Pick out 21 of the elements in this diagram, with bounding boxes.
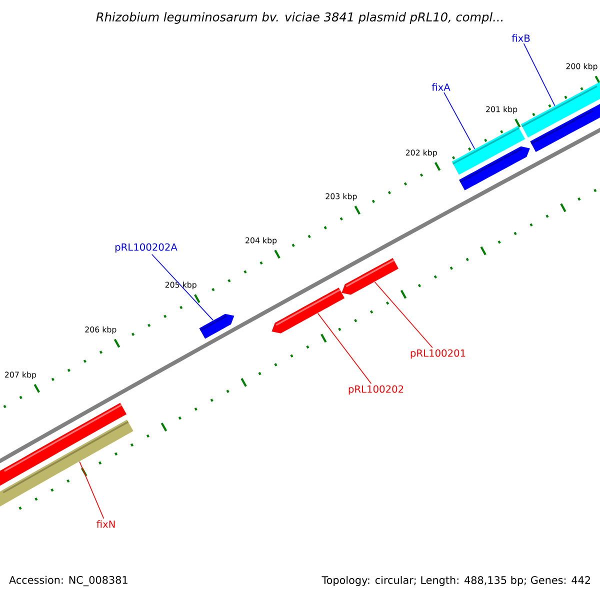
leader-line: [444, 92, 476, 150]
leader-line: [523, 43, 556, 106]
gene-block: [272, 288, 345, 334]
gene-label: pRL100201: [410, 349, 466, 359]
leader-line: [374, 282, 433, 348]
gene-block: [520, 82, 600, 138]
gene-label: pRL100202A: [115, 243, 178, 253]
gene-label: pRL100202: [348, 385, 404, 395]
leader-line: [317, 312, 372, 384]
gene-block: [342, 258, 398, 295]
footer-text: Accession: NC_008381: [9, 576, 128, 586]
gene-label: fixN: [96, 520, 115, 528]
gene-block: [452, 126, 525, 175]
leader-line: [79, 461, 104, 519]
gene-label: fixA: [432, 83, 450, 91]
gene-label: fixB: [512, 34, 530, 42]
footer-text: Topology: circular; Length: 488,135 bp; Genes: 442: [322, 576, 590, 586]
gene-block: [199, 314, 234, 339]
gene-block: [0, 420, 134, 506]
title: Rhizobium leguminosarum bv. viciae 3841 plasmid pRL10, compl...: [96, 12, 503, 24]
leader-line: [151, 254, 214, 321]
